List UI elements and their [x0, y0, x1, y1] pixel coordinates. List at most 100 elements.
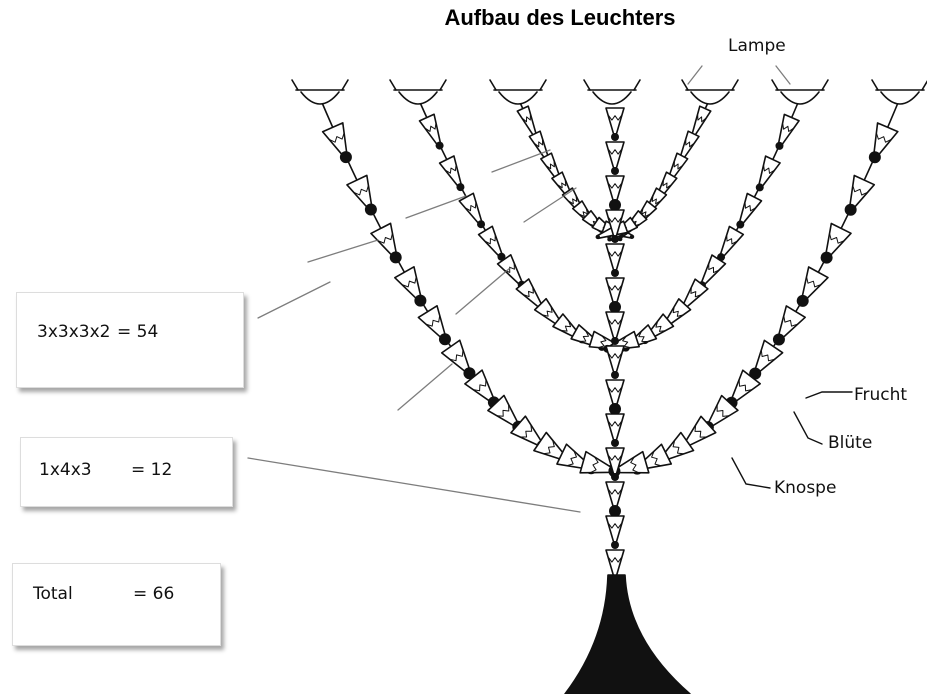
cup-ornament [829, 233, 844, 244]
almond-cup [605, 277, 625, 305]
almond-cup [605, 413, 625, 441]
label-bud: Knospe [774, 478, 837, 498]
knob [435, 141, 444, 150]
cup-ornament [465, 202, 477, 212]
cup-ornament [783, 315, 798, 327]
cup-ornament [651, 196, 661, 205]
pointer-line [397, 363, 453, 411]
knob [414, 294, 427, 307]
cup-ornament [651, 451, 662, 467]
cup-ornament [353, 185, 369, 196]
knob [611, 541, 619, 549]
cup-ornament [608, 115, 622, 121]
cup-ornament [543, 440, 555, 455]
cup-ornament [590, 457, 599, 473]
cup-ornament [782, 123, 794, 132]
cup-ornament [662, 180, 672, 189]
pointer-line [775, 65, 791, 85]
cup-ornament [690, 287, 701, 298]
calc-box-stem: 1x4x3 = 12 [20, 437, 233, 507]
pointer-line [491, 149, 551, 173]
pointer-line [257, 281, 331, 319]
lamp-bowl [592, 91, 632, 105]
cup-ornament [523, 287, 534, 298]
almond-cup [605, 379, 625, 407]
cup-ornament [579, 208, 588, 217]
knob [609, 199, 621, 211]
cup-ornament [608, 489, 622, 495]
cup-ornament [608, 183, 622, 189]
knob [611, 235, 619, 243]
cup-ornament [672, 307, 683, 317]
cup-ornament [378, 233, 393, 244]
cup-ornament [655, 321, 666, 332]
cup-ornament [738, 379, 752, 392]
cup-ornament [608, 251, 622, 257]
leader-bud [731, 457, 771, 489]
lamp-horns [681, 79, 739, 91]
almond-cup [605, 481, 625, 509]
leader-blossom [793, 411, 823, 445]
calc-formula: Total [33, 584, 73, 604]
almond-cup [605, 107, 625, 135]
cup-ornament [520, 424, 533, 438]
branch-curve [319, 97, 616, 467]
cup-ornament [402, 276, 417, 288]
cup-ornament [485, 235, 496, 245]
cup-ornament [608, 523, 622, 529]
lamp-horns [583, 79, 641, 91]
cup-ornament [561, 321, 572, 332]
almond-cup [605, 345, 625, 373]
cup-ornament [598, 336, 607, 348]
calc-box-total: Total = 66 [12, 563, 221, 646]
knob [497, 252, 506, 261]
cup-ornament [630, 457, 639, 473]
knob [611, 473, 619, 481]
cup-ornament [852, 185, 868, 196]
cup-ornament [473, 379, 487, 392]
branch-curve [614, 97, 711, 229]
knob [611, 337, 619, 345]
pointer-line [455, 267, 511, 315]
cup-ornament [726, 235, 737, 245]
cup-ornament [329, 133, 345, 143]
calc-formula: 3x3x3x2 [37, 322, 111, 342]
almond-cup [605, 141, 625, 169]
cup-ornament [608, 421, 622, 427]
cup-ornament [697, 114, 706, 123]
almond-cup [605, 175, 625, 203]
cup-ornament [608, 285, 622, 291]
pointer-line [307, 239, 379, 263]
almond-cup [605, 549, 625, 577]
cup-ornament [542, 306, 553, 317]
knob [456, 183, 465, 192]
knob [775, 141, 784, 150]
label-lamp: Lampe [728, 36, 786, 56]
branch-curve [614, 97, 901, 467]
cup-ornament [622, 336, 630, 348]
cup-ornament [568, 196, 578, 205]
cup-ornament [744, 202, 756, 212]
lamp-horns [489, 79, 547, 91]
lamp-bowl [398, 91, 438, 105]
cup-ornament [608, 455, 622, 461]
calc-box-branches: 3x3x3x2 = 54 [16, 292, 244, 388]
lamp-bowl [880, 91, 920, 105]
knob [611, 371, 619, 379]
pointer-line [687, 65, 703, 85]
pointer-line [405, 195, 467, 219]
cup-ornament [760, 350, 775, 362]
cup-ornament [806, 277, 821, 288]
almond-cup [605, 515, 625, 543]
cup-ornament [708, 263, 719, 274]
cup-ornament [534, 139, 544, 148]
cup-ornament [876, 133, 892, 143]
cup-ornament [685, 139, 694, 148]
cup-ornament [426, 315, 441, 327]
cup-ornament [608, 557, 622, 563]
lamp-horns [871, 79, 927, 91]
knob [868, 151, 881, 164]
knob [796, 294, 809, 307]
knob [595, 234, 600, 240]
calc-result: = 54 [117, 322, 159, 342]
